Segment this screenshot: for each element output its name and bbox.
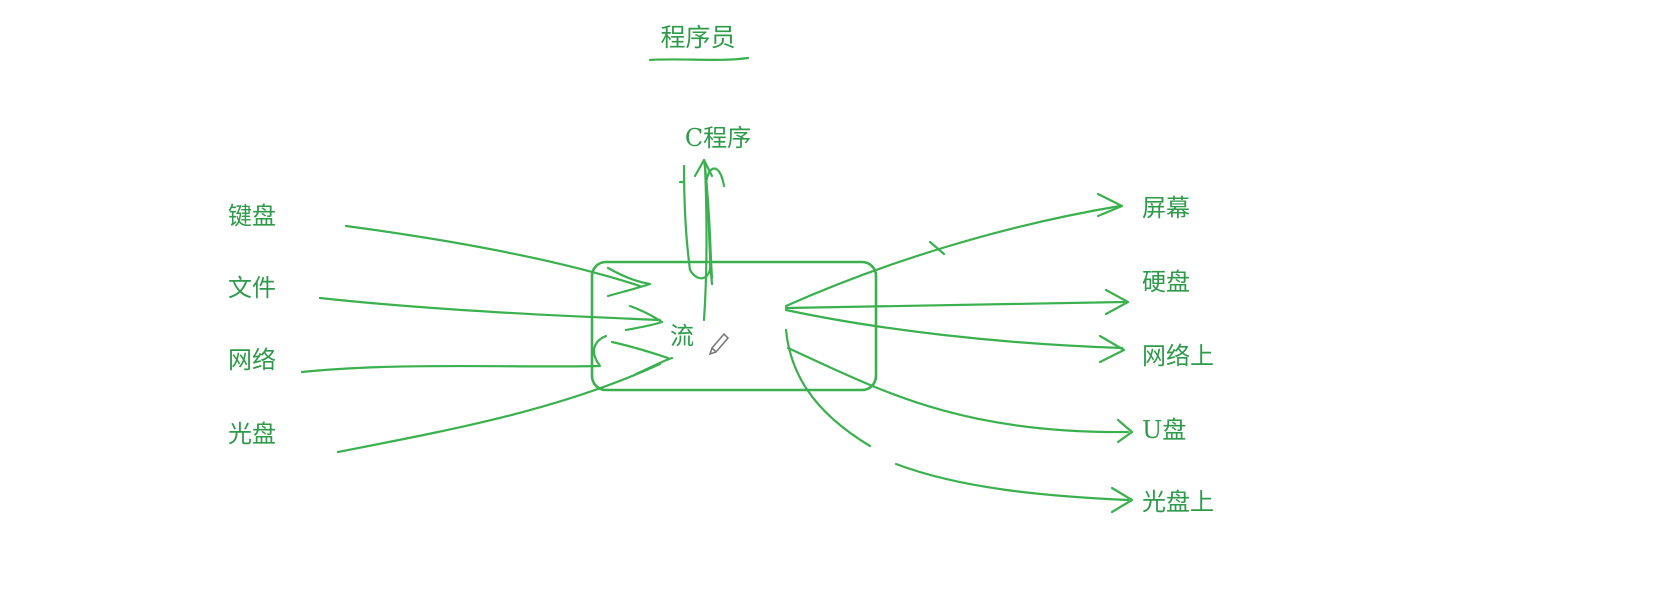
pencil-icon [708,332,730,356]
target-usb-disk: U盘 [1142,416,1186,444]
input-arrow-file [318,296,662,322]
arrowhead-screen [1096,192,1124,218]
arrowhead-usb-disk [1116,418,1134,444]
output-arrow-usb-disk [786,346,1130,434]
source-disc: 光盘 [228,420,276,448]
program-input-line [702,158,714,286]
input-arrow-network [300,334,608,374]
output-arrow-hard-disk [784,300,1126,310]
input-arrow-keyboard [344,224,642,288]
diagram-title: 程序员 [660,23,735,52]
title-underline [648,56,750,62]
arrowhead-disc [634,356,674,376]
stream-label: 流 [670,322,694,350]
arrowhead-hard-disk [1104,288,1130,316]
output-arrow-disc [894,462,1130,502]
input-arrow-disc [336,362,662,454]
arrowhead-keyboard [606,266,652,298]
target-hard-disk: 硬盘 [1142,268,1190,296]
screen-tick [928,240,946,256]
output-arrow-screen [784,204,1122,308]
arrowhead-disc-out [1110,486,1134,514]
source-network: 网络 [228,346,276,374]
target-network: 网络上 [1142,342,1214,370]
source-keyboard: 键盘 [228,202,276,230]
program-label: C程序 [685,124,751,152]
arrowhead-file [624,304,664,332]
arrowhead-network [610,340,670,360]
program-up-arrowhead [704,167,726,188]
target-disc: 光盘上 [1142,488,1214,516]
output-arrow-network [784,308,1124,350]
target-screen: 屏幕 [1142,194,1190,222]
source-file: 文件 [228,274,276,302]
program-output-curve [682,164,712,280]
arrowhead-network-out [1098,334,1126,364]
output-curve-disc [784,328,872,448]
